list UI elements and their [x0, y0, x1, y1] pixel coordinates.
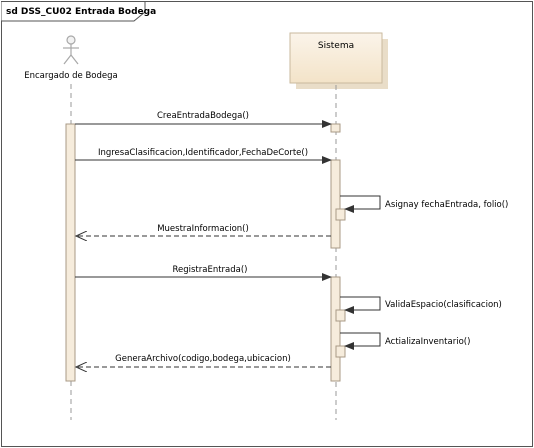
message-ingresa-clasificacion: IngresaClasificacion,Identificador,Fecha… [75, 148, 332, 164]
message-label: Asignay fechaEntrada, folio() [385, 200, 508, 210]
message-muestra-informacion: MuestraInformacion() [76, 224, 331, 236]
message-actializa-inventario-self: ActializaInventario() [340, 332, 470, 350]
message-registra-entrada: RegistraEntrada() [75, 265, 332, 281]
actor-name: Encargado de Bodega [24, 71, 117, 81]
message-label: CreaEntradaBodega() [157, 111, 249, 121]
activation-sistema-3 [330, 276, 341, 382]
message-label: RegistraEntrada() [172, 265, 247, 275]
activation-sistema-1 [330, 123, 341, 133]
message-label: MuestraInformacion() [157, 224, 249, 234]
message-valida-espacio-self: ValidaEspacio(clasificacion) [340, 296, 502, 314]
activation-sistema-3-nested-a [335, 309, 346, 322]
message-genera-archivo: GeneraArchivo(codigo,bodega,ubicacion) [76, 354, 331, 367]
message-label: ValidaEspacio(clasificacion) [385, 300, 502, 310]
message-label: IngresaClasificacion,Identificador,Fecha… [98, 148, 308, 158]
actor-encargado: Encargado de Bodega [24, 35, 118, 81]
stick-figure-icon [63, 35, 79, 65]
message-crea-entrada: CreaEntradaBodega() [75, 111, 332, 128]
activation-sistema-2 [330, 159, 341, 249]
message-label: GeneraArchivo(codigo,bodega,ubicacion) [115, 354, 291, 364]
object-name: Sistema [318, 41, 354, 51]
activation-sistema-2-nested [335, 208, 346, 221]
activation-sistema-3-nested-b [335, 345, 346, 358]
frame-title-tab [1, 1, 146, 22]
frame-title: sd DSS_CU02 Entrada Bodega [6, 7, 156, 17]
message-label: ActializaInventario() [385, 337, 470, 347]
message-asigna-self: Asignay fechaEntrada, folio() [340, 195, 508, 213]
activation-actor [65, 123, 76, 382]
object-sistema: Sistema [289, 32, 388, 89]
